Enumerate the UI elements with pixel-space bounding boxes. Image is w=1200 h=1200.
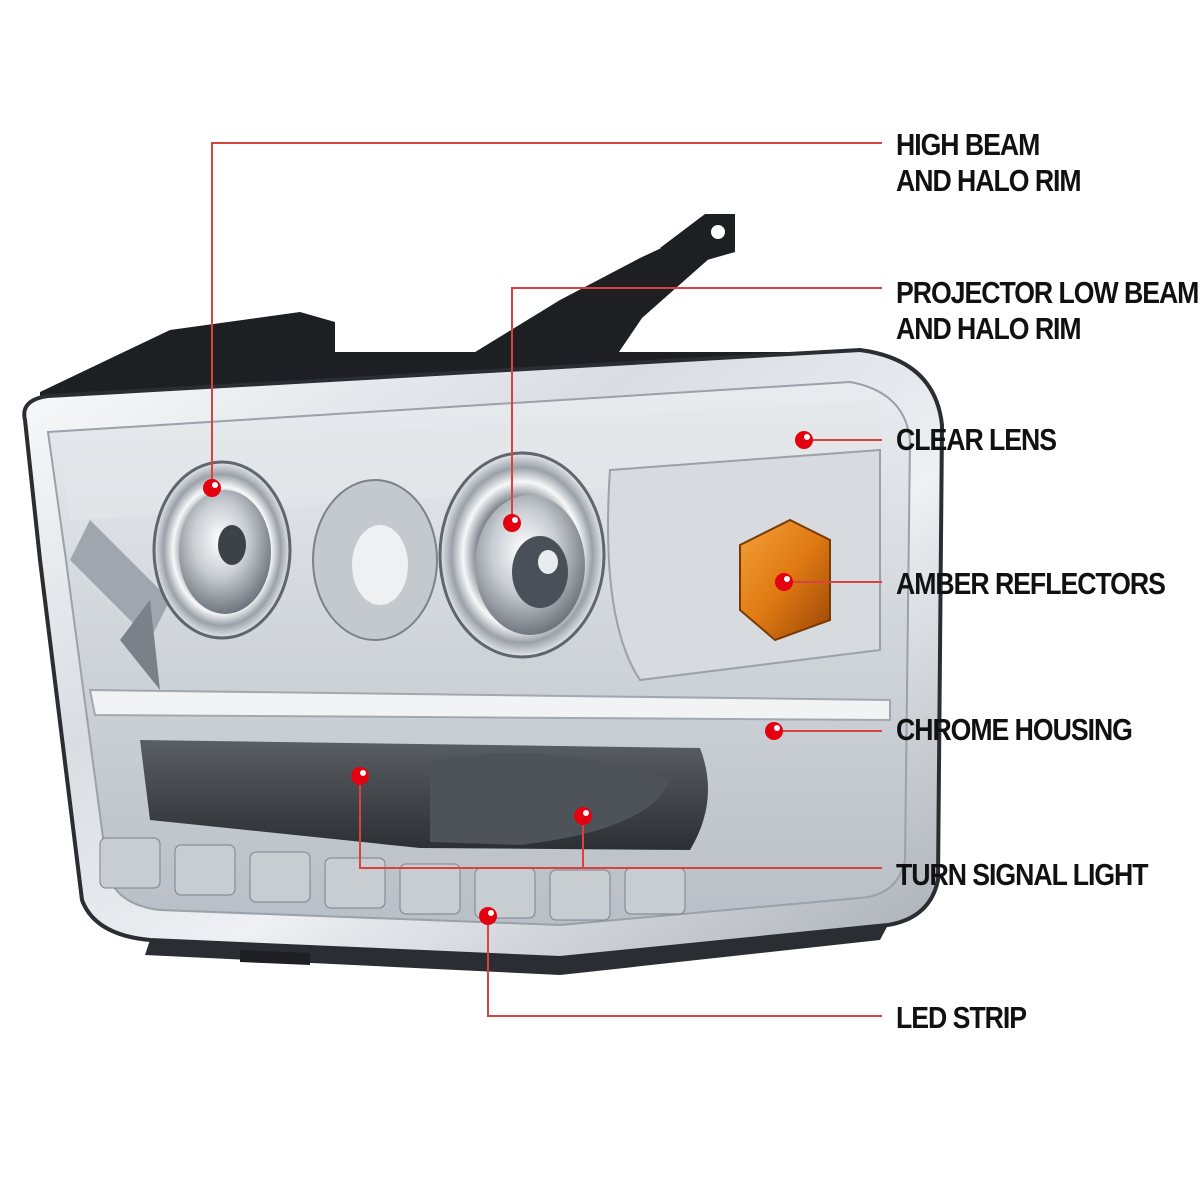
- leader-turn-signal-a: [359, 776, 882, 869]
- callout-label-line: TURN SIGNAL LIGHT: [896, 857, 1149, 892]
- callout-label-line: CHROME HOUSING: [896, 712, 1133, 747]
- callout-label-led-strip: LED STRIP: [896, 1000, 1027, 1036]
- led-strip-shape: [99, 837, 686, 921]
- callout-label-amber-reflectors: AMBER REFLECTORS: [896, 566, 1166, 602]
- callout-label-line: PROJECTOR LOW BEAM: [896, 275, 1199, 310]
- marker-projector-low-beam: [503, 514, 521, 532]
- callout-label-projector-low-beam: PROJECTOR LOW BEAM AND HALO RIM: [896, 275, 1199, 347]
- marker-clear-lens: [795, 431, 813, 449]
- marker-high-beam: [203, 479, 221, 497]
- callout-label-high-beam: HIGH BEAM AND HALO RIM: [896, 127, 1082, 199]
- marker-amber-reflectors: [775, 573, 793, 591]
- leader-high-beam: [211, 142, 882, 488]
- projector-low-beam-unit: [438, 451, 606, 659]
- callout-label-line: AMBER REFLECTORS: [896, 566, 1166, 601]
- marker-turn-signal-b: [574, 807, 592, 825]
- callout-label-line: CLEAR LENS: [896, 422, 1057, 457]
- headlight-icon: [22, 214, 945, 975]
- callout-label-turn-signal-light: TURN SIGNAL LIGHT: [896, 857, 1149, 893]
- callout-label-line: AND HALO RIM: [896, 311, 1082, 346]
- marker-led-strip: [479, 907, 497, 925]
- leader-projector-low-beam: [511, 287, 882, 523]
- callout-label-line: AND HALO RIM: [896, 163, 1082, 198]
- callout-label-line: LED STRIP: [896, 1000, 1027, 1035]
- high-beam-unit: [152, 460, 292, 640]
- marker-turn-signal-a: [351, 767, 369, 785]
- leader-led-strip: [487, 916, 882, 1017]
- callout-label-chrome-housing: CHROME HOUSING: [896, 712, 1133, 748]
- callout-label-clear-lens: CLEAR LENS: [896, 422, 1057, 458]
- callout-lines: [211, 142, 882, 1017]
- marker-chrome-housing: [765, 722, 783, 740]
- callout-label-line: HIGH BEAM: [896, 127, 1040, 162]
- callout-markers: [203, 431, 813, 925]
